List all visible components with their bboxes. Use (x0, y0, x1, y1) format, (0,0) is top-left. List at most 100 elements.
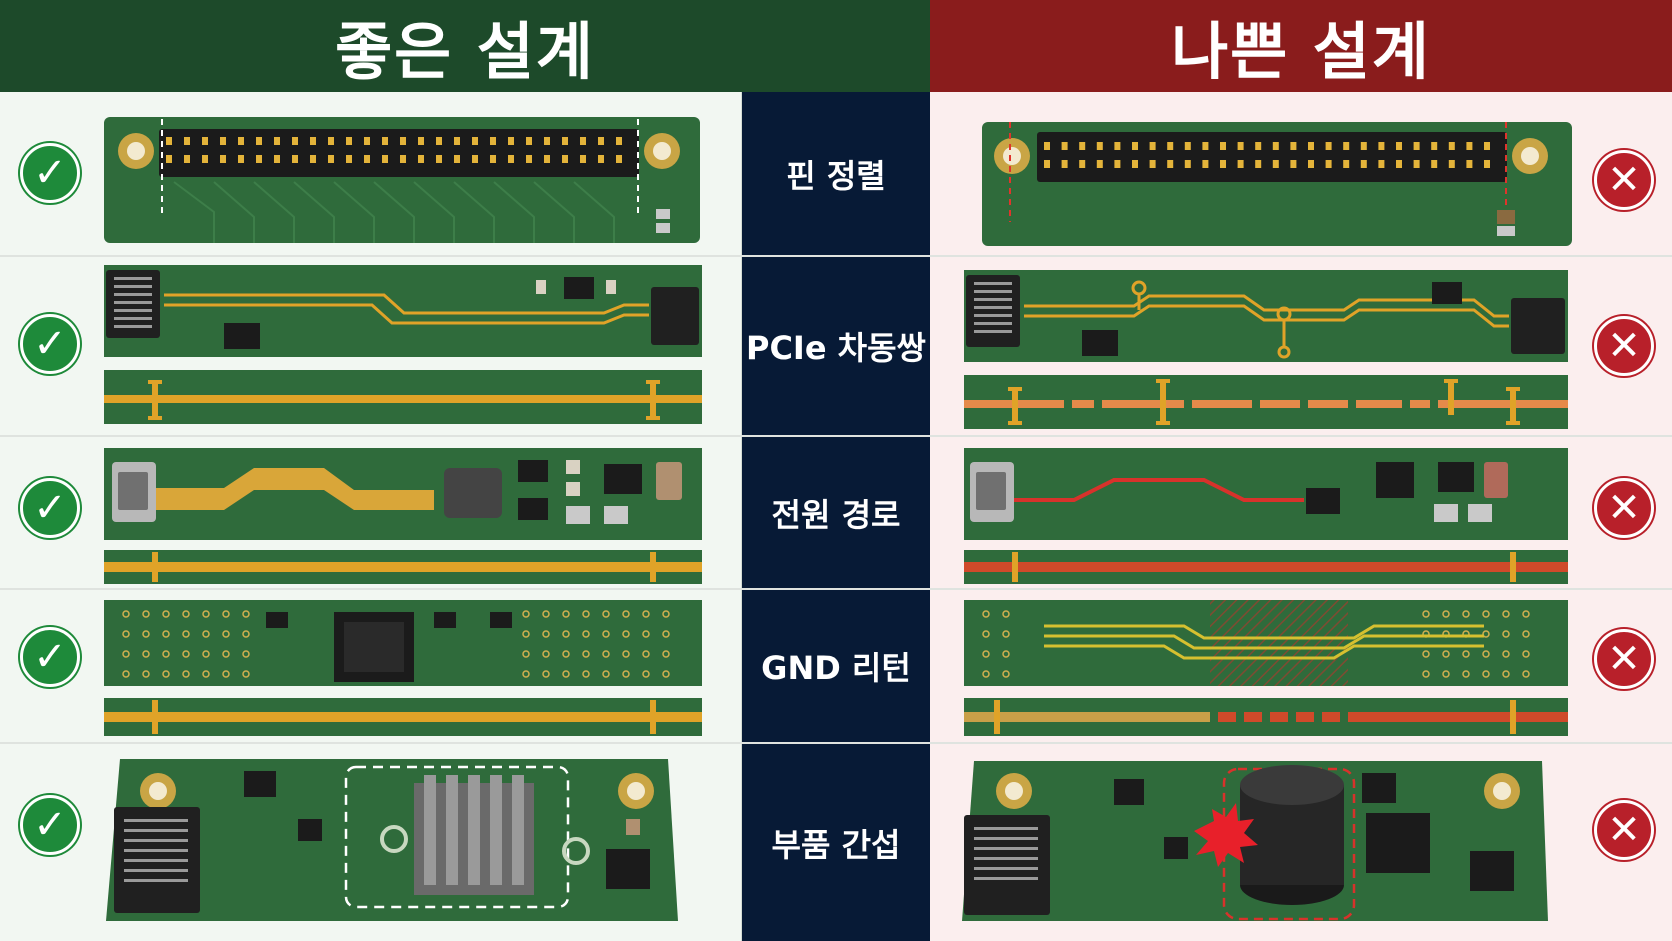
via (142, 650, 150, 658)
connector-pin (1167, 142, 1174, 150)
via (642, 670, 650, 678)
gnd-return-bad-stackup (964, 698, 1568, 736)
connector-pin (1431, 160, 1438, 168)
via (522, 630, 530, 638)
connector-pin (364, 137, 370, 145)
via (1002, 610, 1010, 618)
connector-pin (1343, 160, 1350, 168)
via (1482, 650, 1490, 658)
connector-pin (1378, 160, 1385, 168)
connector-pin (220, 137, 226, 145)
connector-pin (580, 155, 586, 163)
connector-pin (1237, 160, 1244, 168)
connector-pin (1466, 160, 1473, 168)
connector-pin (382, 137, 388, 145)
connector-pin (1325, 142, 1332, 150)
via (1462, 670, 1470, 678)
via (582, 630, 590, 638)
connector-pin (364, 155, 370, 163)
connector-pin (184, 155, 190, 163)
connector-pin (274, 155, 280, 163)
via (242, 610, 250, 618)
connector-pin (562, 137, 568, 145)
via (1522, 670, 1530, 678)
via (582, 650, 590, 658)
connector-pin (1484, 160, 1490, 168)
connector-pin (202, 137, 208, 145)
row-divider (0, 255, 1672, 257)
via (1442, 610, 1450, 618)
via (242, 670, 250, 678)
connector-pin (1061, 160, 1068, 168)
via (122, 650, 130, 658)
connector-pin (1220, 142, 1226, 150)
connector-pin (436, 155, 442, 163)
pcie-good-board-top (104, 265, 702, 357)
connector-pin (202, 155, 208, 163)
connector-pin (1096, 160, 1103, 168)
connector-pin (1413, 142, 1420, 150)
connector-pin (1220, 160, 1226, 168)
connector-pin (472, 137, 478, 145)
interference-good-board (106, 759, 678, 921)
connector-pin (310, 155, 316, 163)
via (542, 630, 550, 638)
via (662, 610, 670, 618)
checkmark-icon: ✓ (20, 627, 80, 687)
category-column (742, 92, 930, 941)
connector-pin (436, 137, 442, 145)
connector-pin (1255, 160, 1262, 168)
connector-pin (1360, 160, 1367, 168)
via (622, 630, 630, 638)
connector-pin (1272, 142, 1279, 150)
checkmark-icon: ✓ (20, 478, 80, 538)
connector-pin (238, 137, 244, 145)
via (182, 670, 190, 678)
connector-pin (328, 137, 334, 145)
connector-pin (490, 155, 496, 163)
connector-pin (346, 137, 352, 145)
connector-pin (418, 137, 424, 145)
connector-pin (1466, 142, 1473, 150)
connector-pin (598, 137, 604, 145)
power-path-good-board (104, 448, 702, 540)
connector-pin (220, 155, 226, 163)
via (602, 630, 610, 638)
connector-pin (1255, 142, 1262, 150)
via (202, 630, 210, 638)
connector-pin (310, 137, 316, 145)
via (522, 650, 530, 658)
bad-design-header: 나쁜 설계 (930, 0, 1672, 92)
via (122, 610, 130, 618)
via (122, 670, 130, 678)
connector-pin (1132, 142, 1138, 150)
checkmark-icon: ✓ (20, 314, 80, 374)
connector-pin (490, 137, 496, 145)
pin-alignment-good-board (104, 117, 700, 243)
connector-pin (1431, 142, 1438, 150)
connector-pin (1396, 142, 1402, 150)
connector-pin (1114, 142, 1121, 150)
connector-pin (1202, 160, 1209, 168)
connector-pin (400, 137, 406, 145)
connector-pin (1184, 142, 1191, 150)
connector-pin (526, 155, 532, 163)
via (602, 610, 610, 618)
power-path-good-stackup (104, 550, 702, 584)
via (982, 630, 990, 638)
connector-pin (256, 155, 262, 163)
via (522, 610, 530, 618)
via (622, 610, 630, 618)
connector-pin (526, 137, 532, 145)
via (622, 670, 630, 678)
connector-pin (616, 137, 622, 145)
row-label-pcie-diff-pair: PCIe 차동쌍 (745, 329, 926, 367)
via (142, 670, 150, 678)
gnd-return-good-stackup (104, 698, 702, 736)
via (1422, 650, 1430, 658)
connector-pin (562, 155, 568, 163)
connector-pin (1132, 160, 1138, 168)
via (162, 650, 170, 658)
connector-pin (1237, 142, 1244, 150)
connector-pin (1378, 142, 1385, 150)
